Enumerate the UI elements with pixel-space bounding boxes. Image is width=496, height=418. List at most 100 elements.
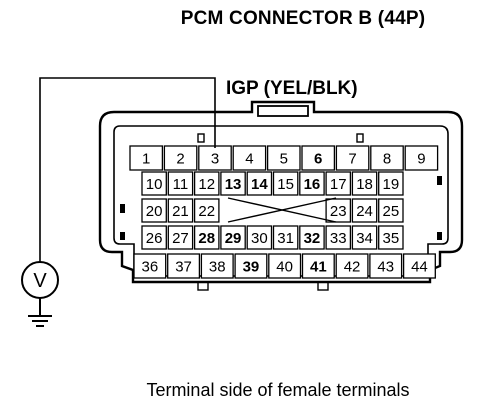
pin-number-32: 32 (304, 230, 321, 247)
pin-number-5: 5 (280, 151, 288, 168)
pin-number-44: 44 (411, 259, 428, 276)
pin-cell (351, 171, 378, 196)
pin-number-20: 20 (146, 203, 163, 220)
pin-cell (378, 225, 404, 250)
pin-cell (370, 145, 404, 171)
side-lock-mark (120, 204, 125, 213)
probe-wire (39, 77, 216, 262)
pin-number-22: 22 (198, 203, 215, 220)
pin-number-24: 24 (356, 203, 373, 220)
pin-cell (167, 198, 194, 223)
pin-number-6: 6 (314, 151, 322, 168)
pin-number-25: 25 (383, 203, 400, 220)
pin-number-12: 12 (198, 176, 215, 193)
pin-number-3: 3 (211, 151, 219, 168)
pin-cell (193, 171, 220, 196)
pin-number-23: 23 (330, 203, 347, 220)
caption: Terminal side of female terminals (146, 380, 410, 400)
pin-cell (198, 145, 232, 171)
pin-cell (167, 253, 201, 279)
pin-cell (163, 145, 198, 171)
pin-cell (351, 225, 378, 250)
pin-number-18: 18 (356, 176, 373, 193)
bottom-foot (317, 281, 329, 291)
pin-number-14: 14 (251, 176, 268, 193)
pin-number-37: 37 (175, 259, 192, 276)
pin-cell (141, 198, 167, 223)
pin-cell (167, 225, 194, 250)
pin-number-7: 7 (348, 151, 356, 168)
pin-cell (193, 198, 220, 223)
pin-number-8: 8 (383, 151, 391, 168)
pin-number-35: 35 (383, 230, 400, 247)
pin-number-9: 9 (417, 151, 425, 168)
pin-number-31: 31 (277, 230, 294, 247)
pin-cell (129, 145, 164, 171)
pin-cell (335, 145, 370, 171)
pin-number-28: 28 (198, 230, 215, 247)
pin-number-11: 11 (173, 176, 189, 193)
pin-cell (404, 145, 439, 171)
pin-number-16: 16 (304, 176, 321, 193)
ground-icon (28, 298, 52, 327)
side-lock-mark (437, 232, 442, 240)
pin-number-1: 1 (142, 151, 150, 168)
pin-number-34: 34 (356, 230, 373, 247)
pin-number-30: 30 (251, 230, 268, 247)
pin-number-33: 33 (330, 230, 347, 247)
pin-cell (268, 253, 302, 279)
pin-number-2: 2 (176, 151, 184, 168)
pin-cell (299, 225, 325, 250)
pin-number-39: 39 (243, 259, 260, 276)
pin-cell (141, 171, 167, 196)
pin-cell (220, 225, 246, 250)
pin-cell (369, 253, 403, 279)
pin-number-15: 15 (277, 176, 294, 193)
pin-cell (272, 225, 299, 250)
pin-cell (266, 145, 301, 171)
pin-cell (378, 171, 404, 196)
pin-number-26: 26 (146, 230, 163, 247)
pin-number-38: 38 (209, 259, 226, 276)
pin-cell (141, 225, 167, 250)
pin-cell (232, 145, 267, 171)
voltmeter-symbol: V (33, 270, 47, 292)
pin-cell (234, 253, 268, 279)
diagram-title: PCM CONNECTOR B (44P) (180, 8, 426, 29)
connector-latch (257, 105, 309, 117)
pin-cell (351, 198, 378, 223)
unused-cavity-x (227, 197, 337, 223)
pin-cell (402, 253, 436, 279)
pin-number-10: 10 (146, 176, 163, 193)
pin-cell (325, 198, 352, 223)
pin-cell (200, 253, 234, 279)
pin-cell (246, 225, 273, 250)
guide-mark (197, 133, 205, 143)
pin-cell (335, 253, 369, 279)
pin-number-4: 4 (245, 151, 253, 168)
pin-cell (167, 171, 194, 196)
side-lock-mark (437, 176, 442, 185)
pin-number-29: 29 (225, 230, 242, 247)
pin-cell (246, 171, 273, 196)
pin-number-13: 13 (225, 176, 242, 193)
pin-cell (133, 253, 167, 279)
pin-cell (193, 225, 220, 250)
pin-number-17: 17 (330, 176, 347, 193)
pin-cell (325, 171, 352, 196)
side-lock-mark (120, 232, 125, 240)
pin-number-27: 27 (172, 230, 189, 247)
pin-cell (301, 253, 335, 279)
pin-number-19: 19 (383, 176, 400, 193)
pin-cell (378, 198, 404, 223)
wire-label: IGP (YEL/BLK) (226, 78, 358, 99)
voltmeter-icon: V (21, 261, 59, 299)
pin-cell (272, 171, 299, 196)
pin-number-40: 40 (276, 259, 293, 276)
pin-number-41: 41 (310, 259, 327, 276)
pin-number-43: 43 (377, 259, 394, 276)
guide-mark (356, 133, 364, 143)
pin-number-42: 42 (344, 259, 361, 276)
